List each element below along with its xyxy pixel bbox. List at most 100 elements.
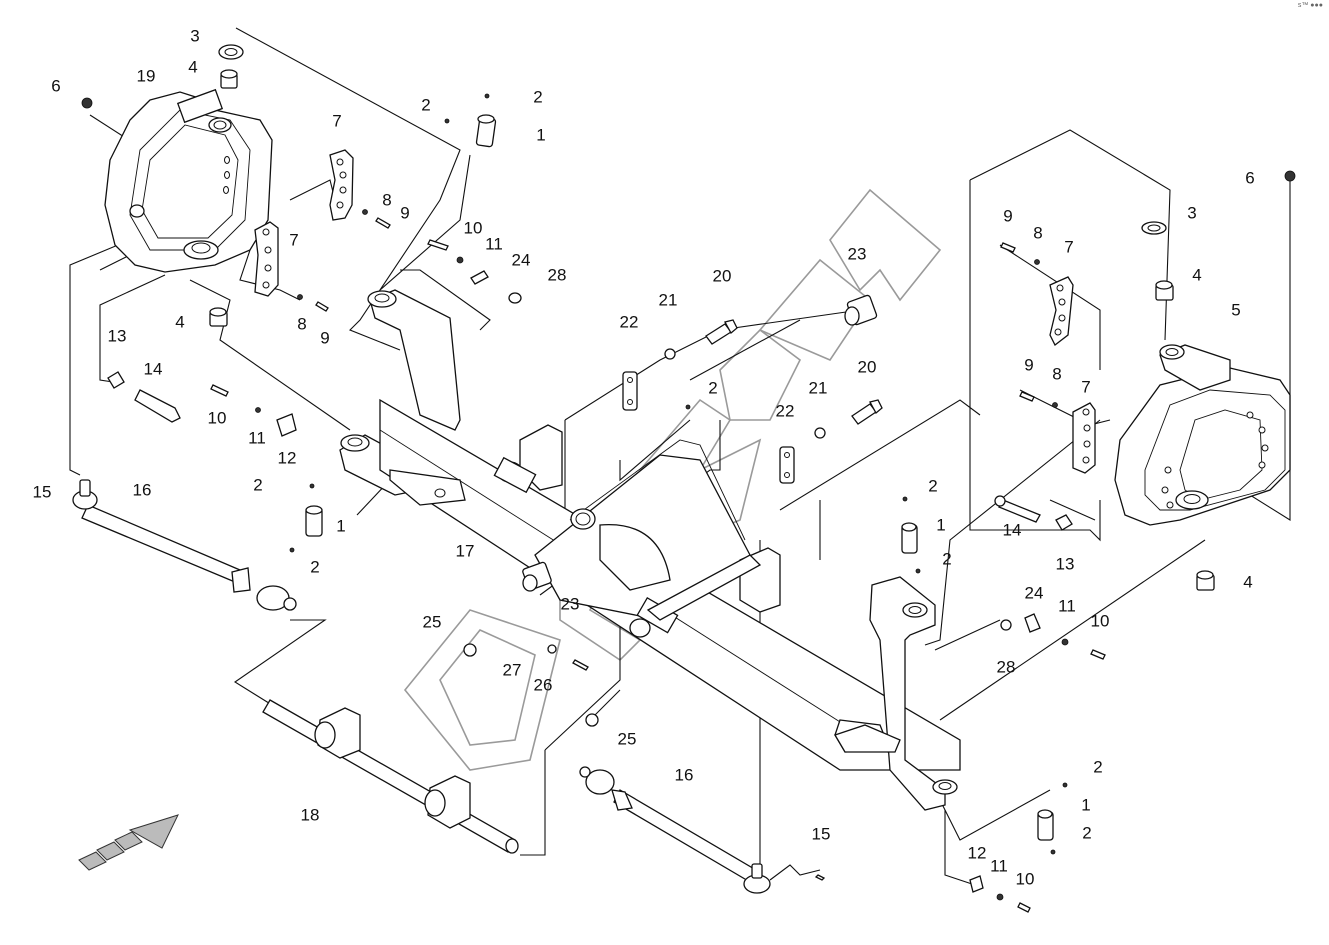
callout-label[interactable]: 2 [533, 87, 543, 107]
bushing-23-center [522, 561, 552, 592]
callout-label[interactable]: 2 [928, 476, 938, 496]
callout-label[interactable]: 7 [1064, 237, 1074, 257]
callout-label[interactable]: 9 [1003, 206, 1013, 226]
callout-label[interactable]: 23 [560, 594, 580, 614]
callout-label[interactable]: 6 [51, 76, 61, 96]
bracket-7-left-lower [254, 221, 279, 297]
callout-label[interactable]: 24 [1024, 583, 1044, 603]
callout-label[interactable]: 2 [421, 95, 431, 115]
callout-label[interactable]: 4 [175, 312, 185, 332]
callout-label[interactable]: 1 [336, 516, 346, 536]
callout-label[interactable]: 7 [1081, 377, 1091, 397]
callout-label[interactable]: 4 [1243, 572, 1253, 592]
tie-rod-right [579, 766, 771, 894]
callout-label[interactable]: 26 [533, 675, 553, 695]
callout-label[interactable]: 28 [547, 265, 567, 285]
callout-label[interactable]: 16 [132, 480, 152, 500]
callout-label[interactable]: 7 [332, 111, 342, 131]
bracket-7-left-upper [329, 149, 354, 221]
callout-label[interactable]: 16 [674, 765, 694, 785]
callout-label[interactable]: 4 [188, 57, 198, 77]
bushing-4-right-bottom [1196, 570, 1215, 591]
callout-label[interactable]: 2 [1093, 757, 1103, 777]
bolt-20-upper [705, 319, 738, 345]
callout-label[interactable]: 10 [207, 408, 227, 428]
callout-label[interactable]: 2 [253, 475, 263, 495]
callout-label[interactable]: 14 [143, 359, 163, 379]
callout-label[interactable]: 22 [775, 401, 795, 421]
left-kingpin-housing [104, 88, 273, 273]
callout-label[interactable]: 2 [942, 549, 952, 569]
washer-21-upper [664, 348, 676, 360]
washer-21-lower [814, 427, 826, 439]
callout-label[interactable]: 3 [1187, 203, 1197, 223]
callout-label[interactable]: 2 [708, 378, 718, 398]
screw-26 [572, 659, 589, 671]
callout-label[interactable]: 15 [811, 824, 831, 844]
bushing-4-right-top [1155, 280, 1174, 301]
callout-label[interactable]: 25 [617, 729, 637, 749]
callout-label[interactable]: 1 [1081, 795, 1091, 815]
callout-label[interactable]: 3 [190, 26, 200, 46]
callout-label[interactable]: 12 [967, 843, 987, 863]
tie-rod-left [72, 479, 297, 611]
callout-label[interactable]: 10 [463, 218, 483, 238]
callout-label[interactable]: 25 [422, 612, 442, 632]
callout-label[interactable]: 10 [1090, 611, 1110, 631]
callout-label[interactable]: 24 [511, 250, 531, 270]
callout-label[interactable]: 11 [248, 428, 266, 448]
bushing-23-right [844, 294, 878, 326]
callout-label[interactable]: 23 [847, 244, 867, 264]
pin-1-right-upper [901, 522, 918, 554]
callout-label[interactable]: 8 [1033, 223, 1043, 243]
pin-1-left [305, 505, 323, 537]
callout-label[interactable]: 9 [400, 203, 410, 223]
callout-label[interactable]: 11 [1058, 596, 1076, 616]
callout-label[interactable]: 9 [1024, 355, 1034, 375]
callout-label[interactable]: 27 [502, 660, 522, 680]
callout-label[interactable]: 28 [996, 657, 1016, 677]
bracket-7-right-lower [1072, 402, 1096, 474]
pin-1-top [475, 114, 497, 148]
callout-label[interactable]: 21 [808, 378, 828, 398]
callout-label[interactable]: 13 [107, 326, 127, 346]
callout-label[interactable]: 10 [1015, 869, 1035, 889]
fasteners-left [107, 93, 522, 553]
callout-label[interactable]: 20 [857, 357, 877, 377]
callout-label[interactable]: 13 [1055, 554, 1075, 574]
callout-label[interactable]: 18 [300, 805, 320, 825]
callout-label[interactable]: 15 [32, 482, 52, 502]
callout-label[interactable]: 21 [658, 290, 678, 310]
callout-label[interactable]: 8 [297, 314, 307, 334]
bolt-20-lower [851, 399, 883, 425]
right-steering-arm [834, 576, 958, 811]
callout-label[interactable]: 5 [1231, 300, 1241, 320]
callout-label[interactable]: 8 [382, 190, 392, 210]
callout-label[interactable]: 6 [1245, 168, 1255, 188]
callout-label[interactable]: 22 [619, 312, 639, 332]
callout-label[interactable]: 8 [1052, 364, 1062, 384]
bushing-4-left-top [220, 69, 238, 89]
callout-label[interactable]: 11 [990, 856, 1008, 876]
callout-label[interactable]: 12 [277, 448, 297, 468]
callout-label[interactable]: 1 [536, 125, 546, 145]
pin-1-right-lower [1037, 809, 1054, 841]
callout-label[interactable]: 11 [485, 234, 503, 254]
callout-label[interactable]: 2 [1082, 823, 1092, 843]
callout-label[interactable]: 2 [310, 557, 320, 577]
callout-label[interactable]: 9 [320, 328, 330, 348]
axle-shaft-18 [262, 699, 519, 854]
callout-label[interactable]: 7 [289, 230, 299, 250]
callout-label[interactable]: 20 [712, 266, 732, 286]
callout-label[interactable]: 19 [136, 66, 156, 86]
front-direction-arrow-icon [78, 814, 179, 871]
callout-label[interactable]: 14 [1002, 520, 1022, 540]
callout-label[interactable]: 4 [1192, 265, 1202, 285]
callout-label[interactable]: 1 [936, 515, 946, 535]
corner-mark: s™ ●●● [1297, 2, 1323, 9]
bushing-25-lower [585, 713, 599, 727]
callout-label[interactable]: 17 [455, 541, 475, 561]
bushing-25-upper [463, 643, 477, 657]
